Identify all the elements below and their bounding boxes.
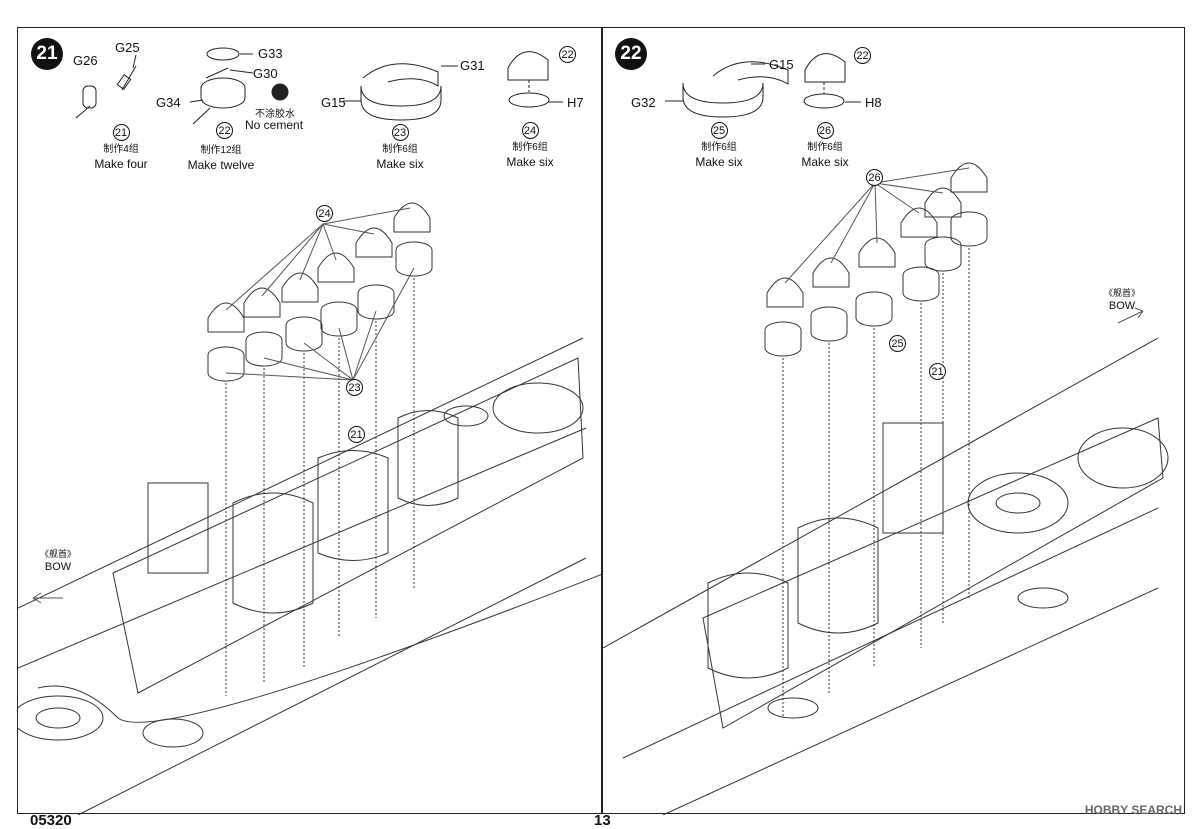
part-label: G33 [258,46,283,61]
watermark: HOBBY SEARCH [1084,803,1182,817]
subassembly-number: 24 [521,122,539,139]
part-label: G15 [769,57,794,72]
subassembly-caption: 26 制作6组 Make six [789,122,861,169]
part-label: G26 [73,53,98,68]
part-label: G34 [156,95,181,110]
item-number: 05320 [30,812,72,829]
subassembly-caption: 23 制作6组 Make six [364,124,436,171]
step-number-badge: 22 [615,38,647,70]
bow-direction-label: 《舰首》 BOW [36,548,80,574]
bow-label: BOW [44,561,72,573]
callout-circle: 22 [854,47,871,64]
callout-circle: 22 [216,122,233,139]
bow-label-cn: 《舰首》 [1103,288,1140,298]
diagram-callout: 21 [929,363,946,380]
subassembly-quantity: Make twelve [187,158,255,172]
subassembly-quantity: Make six [801,155,849,169]
diagram-callout: 25 [889,335,906,352]
subassembly-quantity: Make four [94,157,148,171]
part-label: G15 [321,95,346,110]
bow-label-cn: 《舰首》 [39,549,76,559]
step-21-illustration [18,47,603,815]
step-number-badge: 21 [31,38,63,70]
bow-direction-label: 《舰首》 BOW [1100,287,1144,313]
subassembly-number: 25 [710,122,728,139]
diagram-callout: 24 [316,205,333,222]
subassembly-quantity: Make six [506,155,554,169]
subassembly-quantity: Make six [376,157,424,171]
subassembly-quantity-cn: 制作6组 [701,142,737,153]
subassembly-quantity-cn: 制作4组 [103,144,139,155]
diagram-callout: 26 [866,169,883,186]
diagram-callout: 21 [348,426,365,443]
part-label: G32 [631,95,656,110]
subassembly-caption: 制作12组 Make twelve [184,144,258,172]
subassembly-number: 21 [112,124,130,141]
subassembly-quantity-cn: 制作6组 [382,144,418,155]
subassembly-quantity-cn: 制作12组 [200,145,242,156]
subassembly-quantity-cn: 制作6组 [807,142,843,153]
step-21-panel: 21 [17,27,603,815]
subassembly-quantity: Make six [695,155,743,169]
part-label: G31 [460,58,485,73]
step-22-panel: 22 [602,27,1185,815]
subassembly-caption: 25 制作6组 Make six [683,122,755,169]
callout-circle: 22 [559,46,576,63]
page-number: 13 [594,812,611,829]
diagram-callout: 23 [346,379,363,396]
subassembly-number: 26 [816,122,834,139]
bow-label: BOW [1108,300,1136,312]
part-label: G25 [115,40,140,55]
no-cement-note: No cement [245,118,304,132]
subassembly-number: 23 [391,124,409,141]
part-label: H8 [865,95,882,110]
subassembly-caption: 24 制作6组 Make six [494,122,566,169]
part-label: H7 [567,95,584,110]
subassembly-quantity-cn: 制作6组 [512,142,548,153]
step-22-illustration [603,53,1169,815]
part-label: G30 [253,66,278,81]
subassembly-caption: 21 制作4组 Make four [83,124,159,171]
no-cement-note-cn: 不涂胶水 [255,109,295,120]
